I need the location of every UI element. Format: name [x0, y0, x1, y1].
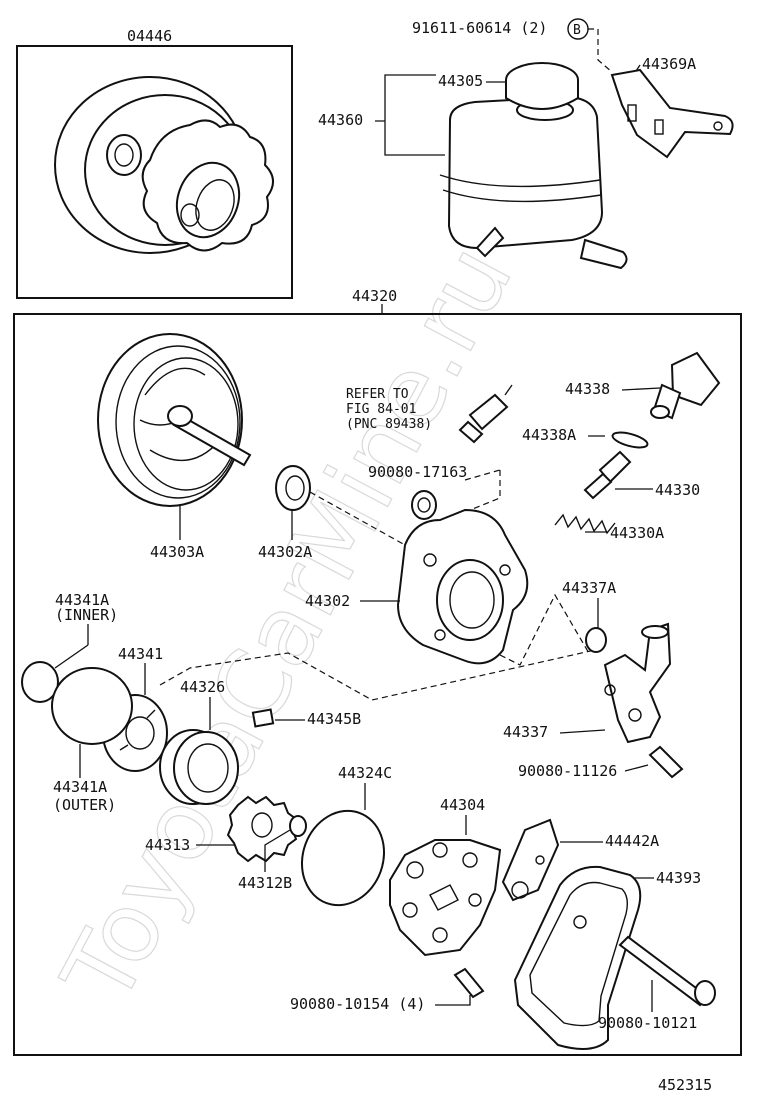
connector-drawing	[650, 351, 721, 420]
label-44341: 44341	[118, 645, 163, 663]
ref-b-leader	[588, 28, 613, 73]
pulley-drawing	[97, 333, 252, 507]
bolt-11126-drawing	[648, 745, 684, 779]
label-91611-60614: 91611-60614 (2)	[412, 19, 547, 37]
seal-kit-drawing	[54, 76, 274, 254]
valve-drawing	[583, 450, 632, 500]
label-90080-11126: 90080-11126	[518, 762, 617, 780]
label-90080-10154: 90080-10154 (4)	[290, 995, 425, 1013]
spring-drawing	[554, 513, 616, 535]
housing-drawing	[396, 508, 529, 665]
rotor-drawing	[226, 795, 298, 863]
o-ring-outer	[51, 667, 133, 745]
label-44330A: 44330A	[610, 524, 664, 542]
label-44360: 44360	[318, 111, 363, 129]
pump-bracket-drawing	[513, 865, 642, 1050]
label-44304: 44304	[440, 796, 485, 814]
label-44324C: 44324C	[338, 764, 392, 782]
bracket-44442a-drawing	[501, 818, 560, 902]
figure-number: 452315	[658, 1076, 712, 1094]
label-44338A: 44338A	[522, 426, 576, 444]
label-44312B: 44312B	[238, 874, 292, 892]
plug-drawing	[411, 490, 437, 520]
refer-line2: FIG 84-01	[346, 402, 416, 417]
label-44338: 44338	[565, 380, 610, 398]
bolt-10154-drawing	[453, 967, 485, 999]
refer-line1: REFER TO	[346, 387, 409, 402]
seal-kit-frame	[16, 45, 293, 299]
label-90080-17163: 90080-17163	[368, 463, 467, 481]
label-44337A: 44337A	[562, 579, 616, 597]
label-44302A: 44302A	[258, 543, 312, 561]
label-44369A: 44369A	[642, 55, 696, 73]
bolt-10121-drawing	[618, 935, 716, 1007]
refer-line3: (PNC 89438)	[346, 417, 432, 432]
label-44302: 44302	[305, 592, 350, 610]
label-44313: 44313	[145, 836, 190, 854]
label-44337: 44337	[503, 723, 548, 741]
cam-ring-drawing	[159, 729, 239, 805]
label-44393: 44393	[656, 869, 701, 887]
o-ring-inner	[21, 661, 59, 703]
label-44330: 44330	[655, 481, 700, 499]
snap-ring-drawing	[289, 815, 307, 837]
label-outer-note: (OUTER)	[53, 796, 116, 814]
vane-drawing	[251, 708, 275, 728]
label-44303A: 44303A	[150, 543, 204, 561]
label-90080-10121: 90080-10121	[598, 1014, 697, 1032]
oil-seal-drawing	[275, 465, 311, 511]
bracket-44369a-drawing	[610, 68, 734, 159]
label-44345B: 44345B	[307, 710, 361, 728]
union-drawing	[603, 622, 672, 744]
o-ring-44337a	[585, 627, 607, 653]
sensor-drawing	[458, 384, 513, 444]
label-44320: 44320	[352, 287, 397, 305]
label-inner-note: (INNER)	[55, 606, 118, 624]
ref-b-label: B	[573, 23, 581, 38]
assembly-line	[159, 649, 596, 701]
pump-assy-frame	[13, 313, 742, 1056]
o-ring-44338a	[611, 431, 649, 449]
label-44442A: 44442A	[605, 832, 659, 850]
label-44341A-inner: 44341A	[55, 591, 109, 609]
label-44326: 44326	[180, 678, 225, 696]
reservoir-drawing	[439, 62, 628, 270]
gasket-drawing	[300, 809, 386, 907]
rear-housing-drawing	[389, 839, 502, 957]
label-04446: 04446	[127, 27, 172, 45]
label-44305: 44305	[438, 72, 483, 90]
label-44341A-outer: 44341A	[53, 778, 107, 796]
